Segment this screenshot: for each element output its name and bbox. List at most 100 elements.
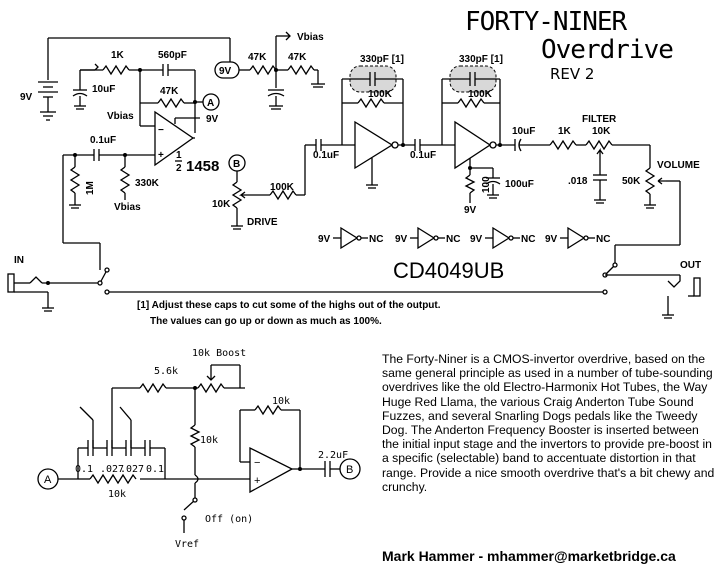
c018-label: .018 [568, 176, 588, 187]
resistor-100k-drive [269, 189, 297, 201]
inv-supply-label: 9V [464, 205, 477, 216]
test-point-b-label: B [233, 159, 240, 170]
booster-r10k-bottom-label: 10k [108, 489, 126, 500]
booster-test-point-b [339, 458, 361, 480]
c560p-label: 560pF [158, 50, 187, 61]
filter-pot [585, 139, 613, 151]
r1m-label: 1M [85, 181, 96, 195]
resistor-100k-inv2 [457, 97, 485, 109]
nc3-9v: 9V [470, 234, 483, 245]
booster-c01a-label: 0.1 [75, 464, 93, 475]
booster-resistor-10k-bias [189, 424, 201, 448]
vbias-top-label: Vbias [297, 32, 324, 43]
opamp-fraction-num: 1 [176, 150, 182, 161]
r1k-filter-label: 1K [558, 126, 572, 137]
inverter-1 [354, 120, 394, 170]
svg-text:−: − [158, 125, 164, 136]
booster-r10k-fb-label: 10k [272, 396, 290, 407]
booster-resistor-10k-bottom [89, 473, 137, 485]
r1k-top-label: 1K [111, 50, 125, 61]
drive-label: DRIVE [247, 217, 278, 228]
opamp-name-label: 1458 [186, 158, 219, 175]
nc1-9v: 9V [318, 234, 331, 245]
resistor-330k [119, 166, 131, 194]
filter-label: FILTER [582, 114, 617, 125]
nc2-9v: 9V [395, 234, 408, 245]
c01-b-label: 0.1uF [410, 150, 436, 161]
booster-vref-label: Vref [175, 539, 199, 550]
vbias-bottom-label: Vbias [114, 202, 141, 213]
nc2-label: NC [446, 234, 460, 245]
c10u-supply-label: 10uF [92, 84, 115, 95]
r47k-bias1-label: 47K [248, 52, 267, 63]
output-label: OUT [680, 260, 701, 271]
svg-text:−: − [254, 457, 260, 469]
volume-label: VOLUME [657, 160, 700, 171]
nc4-9v: 9V [545, 234, 558, 245]
title-line2: Overdrive [541, 35, 673, 65]
author-credit: Mark Hammer - mhammer@marketbridge.ca [382, 548, 676, 564]
booster-boost-pot [197, 382, 225, 394]
volume-pot [644, 167, 656, 195]
battery-symbol [38, 38, 58, 121]
c01-input-label: 0.1uF [90, 135, 116, 146]
resistor-1m [69, 166, 81, 194]
resistor-100-inv [464, 174, 476, 194]
filter-pot-label: 10K [592, 126, 611, 137]
c10u-out-label: 10uF [512, 126, 535, 137]
resistor-1k-filter [549, 139, 577, 151]
input-jack [7, 273, 54, 312]
test-point-a [202, 93, 220, 111]
c330p-2-label: 330pF [1] [459, 54, 503, 65]
booster-boost-label: 10k Boost [192, 348, 246, 359]
booster-c22u-label: 2.2uF [318, 450, 348, 461]
inverter-2 [454, 120, 492, 170]
c01-a-label: 0.1uF [313, 150, 339, 161]
drive-pot-label: 10K [212, 199, 231, 210]
volume-pot-label: 50K [622, 176, 641, 187]
booster-a-label: A [44, 474, 52, 486]
booster-c027a-label: .027 [100, 464, 124, 475]
note-line2: The values can go up or down as much as … [150, 316, 382, 327]
description-text: The Forty-Niner is a CMOS-invertor overd… [382, 352, 715, 494]
r47k-bias2-label: 47K [288, 52, 307, 63]
nc3-label: NC [521, 234, 535, 245]
nc1-label: NC [369, 234, 383, 245]
booster-switch-1 [79, 406, 94, 421]
vbias-mid-label: Vbias [107, 111, 134, 122]
booster-c027b-label: .027 [120, 464, 144, 475]
input-label: IN [14, 255, 24, 266]
booster-switch-2 [119, 406, 132, 421]
r47k-fb-label: 47K [160, 86, 179, 97]
booster-c01b-label: 0.1 [146, 464, 164, 475]
resistor-47k-bias2 [287, 64, 315, 76]
booster-offon-label: Off (on) [205, 514, 253, 525]
opamp-1458 [154, 110, 195, 167]
drive-pot [231, 181, 243, 209]
svg-text:+: + [254, 475, 260, 487]
resistor-1k-top [102, 64, 130, 76]
resistor-47k-feedback [157, 97, 185, 109]
note-line1: [1] Adjust these caps to cut some of the… [137, 300, 441, 311]
booster-r56k-label: 5.6k [154, 366, 178, 377]
booster-b-label: B [346, 464, 353, 476]
r100k-2-label: 100K [468, 89, 493, 100]
booster-r10k-bias-label: 10k [200, 435, 218, 446]
nc4-label: NC [596, 234, 610, 245]
r100k-1-label: 100K [368, 89, 393, 100]
resistor-100k-inv1 [357, 97, 385, 109]
c330p-1-label: 330pF [1] [360, 54, 404, 65]
chip-name: CD4049UB [393, 258, 504, 283]
output-jack [662, 275, 701, 319]
booster-opamp [249, 446, 294, 494]
opamp-supply-label: 9V [206, 114, 219, 125]
svg-text:+: + [158, 150, 164, 161]
test-point-a-label: A [207, 98, 214, 109]
battery-9v-label: 9V [20, 92, 33, 103]
r100k-drive-label: 100K [270, 182, 295, 193]
booster-resistor-10k-fb [254, 404, 282, 416]
revision-label: REV 2 [550, 65, 594, 83]
title-line1: FORTY-NINER [465, 7, 628, 37]
r330k-label: 330K [135, 178, 160, 189]
